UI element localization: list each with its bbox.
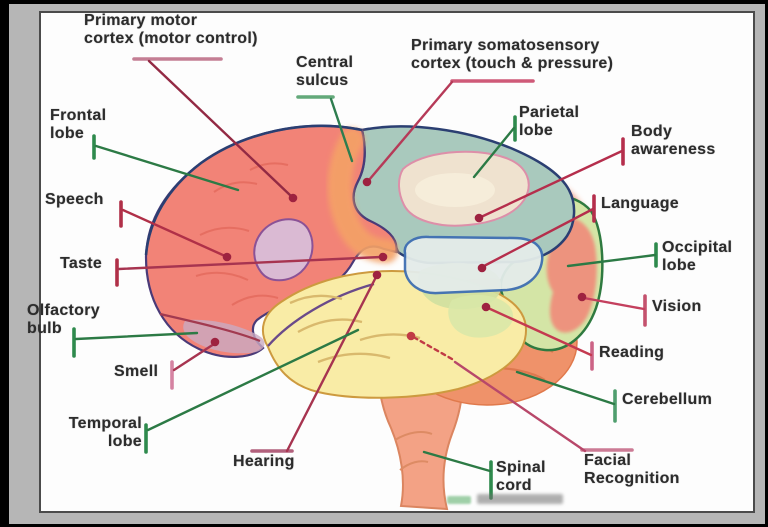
label-smell: Smell bbox=[114, 363, 159, 380]
label-taste: Taste bbox=[60, 255, 103, 272]
motor-cortex-strip bbox=[327, 128, 398, 263]
occipital-lobe-leader-line bbox=[566, 253, 657, 268]
olfactory-area-patch bbox=[183, 319, 265, 354]
reading-endpoint-dot bbox=[481, 302, 491, 312]
language-leader-line bbox=[482, 207, 595, 268]
rear-temporal-green-patch-lower bbox=[448, 294, 514, 338]
hearing-endpoint-dot bbox=[372, 270, 382, 280]
facial-recognition-leader-line-2 bbox=[413, 336, 454, 361]
primary-somatosensory-cortex-endpoint-dot bbox=[362, 177, 372, 187]
vision-endpoint-dot bbox=[577, 292, 587, 302]
label-body-awareness: Body awareness bbox=[631, 123, 716, 158]
speech-leader-line bbox=[121, 208, 227, 258]
facial-recognition-endpoint-dot bbox=[406, 331, 416, 341]
label-temporal-lobe: Temporal lobe bbox=[68, 415, 142, 450]
brain-stem-sulci bbox=[394, 431, 433, 471]
language-endpoint-dot bbox=[477, 263, 487, 273]
label-language: Language bbox=[601, 195, 679, 212]
primary-somatosensory-cortex-leader-line bbox=[367, 80, 454, 182]
smell-endpoint-dot bbox=[210, 337, 220, 347]
watermark-remnant-green bbox=[447, 496, 471, 504]
label-speech: Speech bbox=[45, 191, 104, 208]
spinal-cord-leader-line bbox=[422, 450, 492, 473]
temporal-lobe-leader-line bbox=[146, 328, 360, 432]
label-primary-somatosensory-cortex: Primary somatosensory cortex (touch & pr… bbox=[411, 37, 614, 72]
vision-leader-line bbox=[582, 296, 646, 311]
body-awareness-leader-line bbox=[479, 149, 624, 219]
olfactory-boundary-sulcus bbox=[159, 312, 261, 343]
label-olfactory-bulb: Olfactory bulb bbox=[27, 302, 100, 337]
label-frontal-lobe: Frontal lobe bbox=[50, 107, 107, 142]
somatosensory-blob-core bbox=[415, 173, 495, 207]
body-awareness-endpoint-dot bbox=[474, 213, 484, 223]
olfactory-bulb-leader-line bbox=[74, 331, 199, 341]
parietal-lobe-leader-line bbox=[472, 126, 516, 179]
primary-motor-cortex-endpoint-dot bbox=[288, 193, 298, 203]
wernicke-area-region bbox=[403, 235, 544, 295]
temporal-sulci bbox=[289, 294, 421, 364]
label-facial-recognition: Facial Recognition bbox=[584, 452, 680, 487]
label-spinal-cord: Spinal cord bbox=[496, 459, 546, 494]
frontal-lobe-leader-line bbox=[94, 144, 240, 192]
label-reading: Reading bbox=[599, 344, 665, 361]
label-cerebellum: Cerebellum bbox=[622, 391, 713, 408]
label-hearing: Hearing bbox=[233, 453, 295, 470]
taste-endpoint-dot bbox=[378, 252, 388, 262]
central-sulcus-leader-line bbox=[329, 97, 354, 163]
cerebrum-top-outline bbox=[144, 124, 363, 256]
hearing-leader-line bbox=[285, 275, 378, 453]
smell-leader-line bbox=[172, 342, 216, 372]
annotation-lines-layer bbox=[72, 57, 658, 500]
speech-endpoint-dot bbox=[222, 252, 232, 262]
reading-leader-line bbox=[486, 306, 593, 357]
primary-motor-cortex-leader-line bbox=[147, 59, 293, 198]
label-occipital-lobe: Occipital lobe bbox=[662, 239, 733, 274]
label-vision: Vision bbox=[652, 298, 702, 315]
frontal-sulci bbox=[195, 162, 289, 306]
label-parietal-lobe: Parietal lobe bbox=[519, 104, 580, 139]
watermark-remnant-dark bbox=[477, 494, 563, 504]
facial-recognition-leader-line bbox=[453, 360, 587, 453]
lateral-sulcus-outline bbox=[267, 282, 375, 347]
broca-area-region bbox=[253, 218, 314, 282]
label-primary-motor-cortex: Primary motor cortex (motor control) bbox=[84, 12, 258, 47]
cerebellum-leader-line bbox=[515, 370, 616, 406]
taste-leader-line bbox=[117, 255, 383, 271]
label-central-sulcus: Central sulcus bbox=[296, 54, 354, 89]
